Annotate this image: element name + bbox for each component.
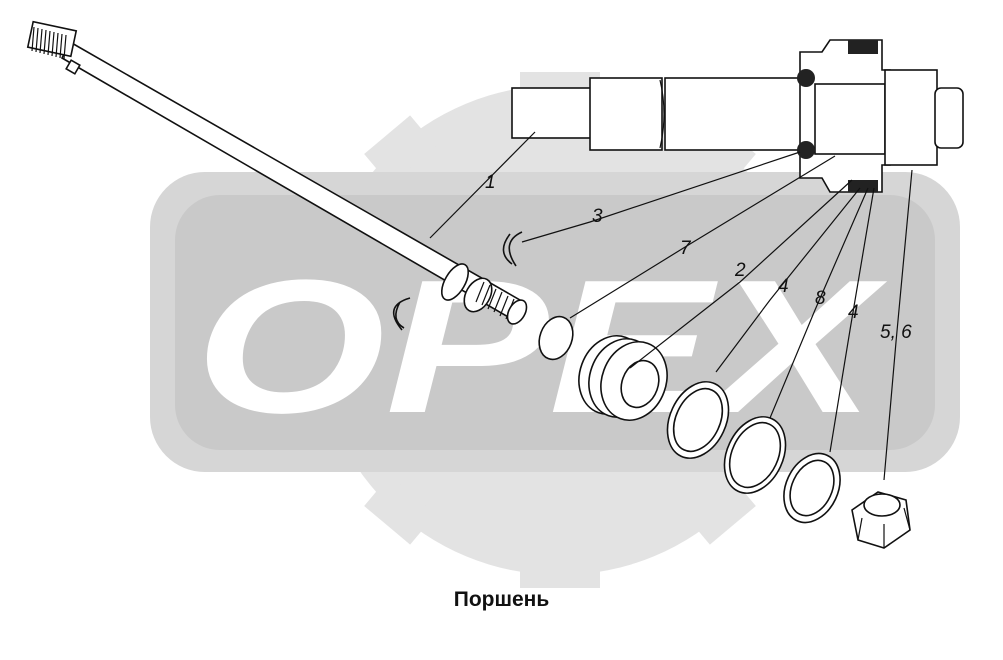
rod-thread-bottom [475,281,528,325]
seal-ring-part-8 [723,416,787,494]
seal-ring-part-4a [666,381,730,459]
callout-3: 3 [592,206,603,227]
callout-7: 7 [680,238,692,259]
callout-8: 8 [815,288,826,309]
piston-body-part-2 [578,335,668,421]
callout-1: 1 [485,172,496,193]
seal-ring-part-4b [783,452,841,524]
assembled-piston [511,39,964,193]
callout-4a: 4 [778,276,789,297]
callout-5-6: 5, 6 [880,322,912,343]
lock-clip-upper [502,231,523,267]
leader-lines [429,131,913,481]
callout-2: 2 [734,260,746,281]
callout-4b: 4 [848,302,859,323]
figure-caption: Поршень [453,588,550,611]
rod-part-1 [26,20,528,325]
watermark-logo: OPEX [150,72,960,588]
lock-clip-lower [392,297,411,331]
rod-thread-top [26,20,78,60]
nut-part-5-6 [851,491,911,549]
o-ring-part-7 [538,315,574,361]
